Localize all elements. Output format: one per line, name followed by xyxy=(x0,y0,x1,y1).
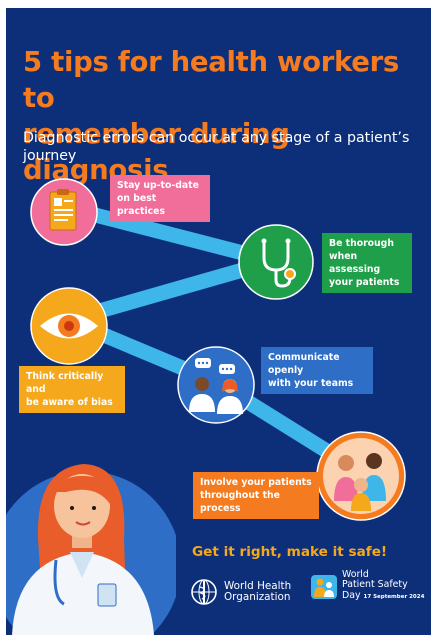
who-emblem-icon xyxy=(191,579,217,605)
patient-family-icon xyxy=(316,431,406,521)
tip-involve-patients: Involve your patients throughout the pro… xyxy=(193,472,319,519)
who-name-line2: Organization xyxy=(224,591,291,603)
wpsd-line1: World xyxy=(342,569,369,580)
doctor-illustration xyxy=(6,464,176,635)
stethoscope-icon xyxy=(238,224,314,300)
tip-be-thorough: Be thorough when assessing your patients xyxy=(322,233,412,293)
wpsd-date: 17 September 2024 xyxy=(363,593,425,600)
page-title: 5 tips for health workers to remember du… xyxy=(23,46,399,186)
wpsd-line3: Day xyxy=(342,589,361,601)
slogan: Get it right, make it safe! xyxy=(192,544,388,560)
patient-safety-day-logo: World Patient Safety Day 17 September 20… xyxy=(311,569,425,602)
who-logo: World Health Organization xyxy=(190,578,291,606)
who-name-line1: World Health xyxy=(224,579,292,592)
tip-communicate-openly: Communicate openly with your teams xyxy=(261,347,373,394)
page-subtitle: Diagnostic errors can occur at any stage… xyxy=(23,130,410,164)
clipboard-icon xyxy=(30,178,98,246)
patient-safety-day-icon xyxy=(311,575,337,600)
eye-icon xyxy=(30,287,108,365)
tip-think-critically: Think critically and be aware of bias xyxy=(19,366,125,413)
poster: 5 tips for health workers to remember du… xyxy=(6,8,431,635)
health-team-icon xyxy=(177,346,255,424)
tip-stay-up-to-date: Stay up-to-date on best practices xyxy=(110,175,210,222)
wpsd-line2: Patient Safety xyxy=(342,579,408,591)
